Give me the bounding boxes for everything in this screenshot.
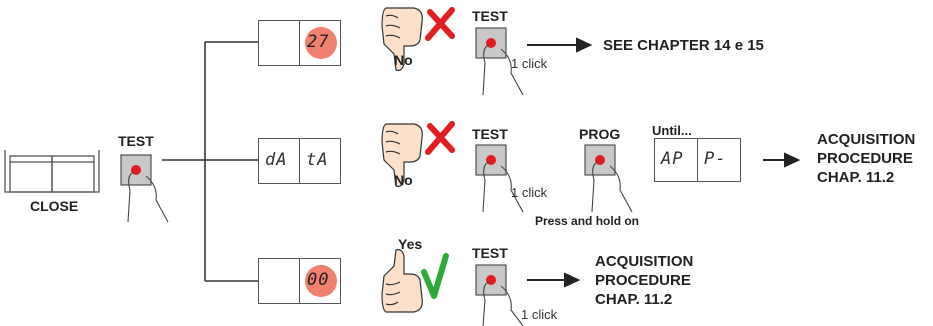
led-glow bbox=[305, 27, 337, 59]
test-button[interactable] bbox=[476, 145, 506, 175]
test-button-label: TEST bbox=[472, 126, 508, 142]
check-icon bbox=[421, 253, 449, 299]
outcome-line: PROCEDURE bbox=[817, 150, 913, 167]
outcome-line: CHAP. 11.2 bbox=[595, 291, 673, 308]
display-digit-left bbox=[258, 20, 300, 66]
thumbs-down-icon bbox=[381, 7, 423, 71]
until-label: Until... bbox=[652, 123, 692, 138]
test-button[interactable] bbox=[476, 265, 506, 295]
test-button-label: TEST bbox=[472, 8, 508, 24]
hand-press-icon bbox=[120, 27, 633, 326]
until-display-right: P- bbox=[697, 138, 741, 182]
outcome-line: ACQUISITION bbox=[595, 253, 694, 270]
gate-icon bbox=[4, 150, 100, 193]
until-display-left: AP bbox=[654, 138, 698, 182]
outcome-text: SEE CHAPTER 14 e 15 bbox=[603, 37, 764, 54]
thumbs-up-icon bbox=[381, 249, 423, 313]
cross-icon bbox=[425, 7, 455, 155]
hold-instruction: Press and hold on bbox=[535, 214, 640, 228]
thumbs-down-icon bbox=[381, 123, 423, 187]
test-button-label: TEST bbox=[472, 245, 508, 261]
prog-button-label: PROG bbox=[579, 126, 621, 142]
arrow-icon bbox=[527, 37, 801, 288]
outcome-line: PROCEDURE bbox=[595, 272, 691, 289]
display-digit-right: tA bbox=[299, 138, 341, 184]
test-button[interactable] bbox=[121, 155, 151, 185]
display-digit-right: 00 bbox=[299, 258, 341, 304]
led-glow bbox=[305, 265, 337, 297]
display-digit-right: 27 bbox=[299, 20, 341, 66]
outcome-line: ACQUISITION bbox=[817, 131, 916, 148]
display-digit-left: dA bbox=[258, 138, 300, 184]
click-instruction: 1 click bbox=[521, 307, 558, 322]
display-digit-left bbox=[258, 258, 300, 304]
test-button-label: TEST bbox=[118, 133, 154, 149]
prog-button[interactable] bbox=[585, 145, 615, 175]
test-button[interactable] bbox=[476, 28, 506, 58]
outcome-line: CHAP. 11.2 bbox=[817, 169, 895, 186]
result-no: No bbox=[394, 52, 413, 68]
click-instruction: 1 click bbox=[511, 56, 548, 71]
result-yes: Yes bbox=[398, 236, 423, 252]
tree-connector bbox=[162, 41, 258, 282]
click-instruction: 1 click bbox=[511, 185, 548, 200]
gate-label: CLOSE bbox=[30, 198, 79, 214]
result-no: No bbox=[394, 172, 413, 188]
